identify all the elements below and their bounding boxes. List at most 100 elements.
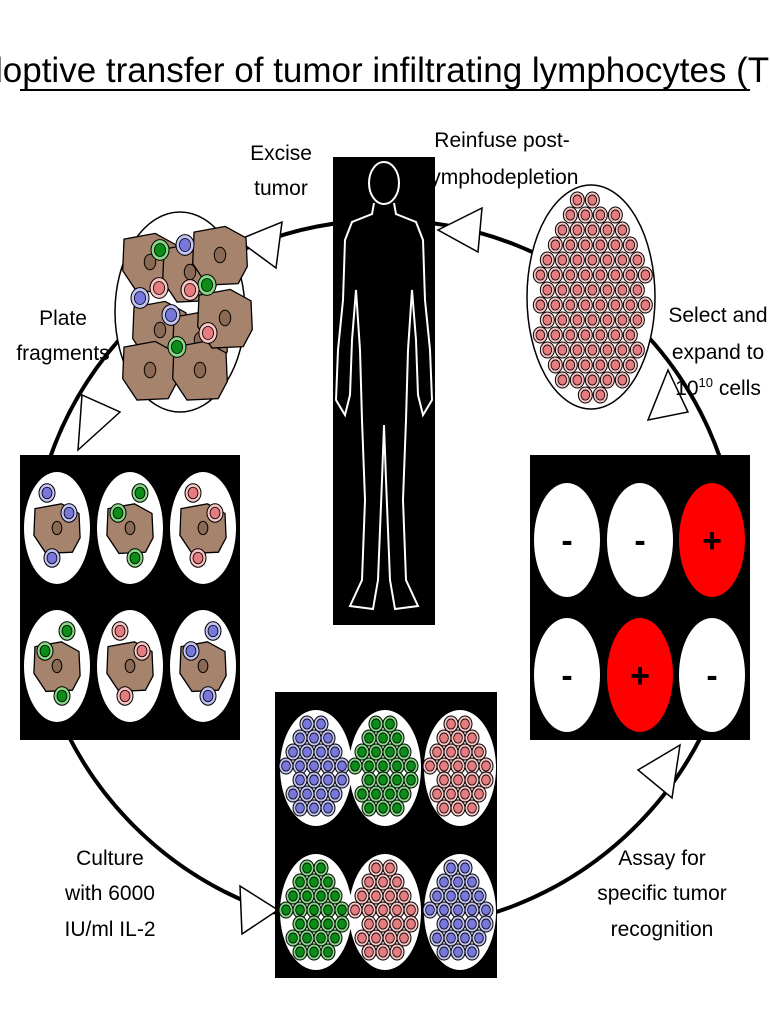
label-culture-3: IU/ml IL-2 bbox=[64, 918, 155, 941]
arrowhead-culture bbox=[239, 884, 280, 936]
label-excise-1: Excise bbox=[250, 142, 312, 165]
lymphocyte-blue bbox=[299, 715, 315, 733]
lymphocyte-pink bbox=[450, 799, 466, 817]
assay-well: + bbox=[607, 618, 673, 732]
lymphocyte-pink bbox=[457, 715, 473, 733]
lymphocyte-blue bbox=[327, 743, 343, 761]
assay-result: + bbox=[702, 522, 722, 560]
lymphocyte-blue bbox=[443, 929, 459, 947]
culture-well bbox=[347, 854, 421, 970]
lymphocyte-blue bbox=[60, 503, 78, 523]
lymphocyte-pink bbox=[614, 281, 630, 299]
lymphocyte-pink bbox=[478, 757, 494, 775]
lymphocyte-pink bbox=[464, 799, 480, 817]
lymphocyte-pink bbox=[554, 281, 570, 299]
lymphocyte-green bbox=[389, 757, 405, 775]
lymphocyte-green bbox=[150, 239, 170, 261]
label-select-3: 1010 cells bbox=[675, 375, 761, 400]
lymphocyte-pink bbox=[547, 266, 563, 284]
lymphocyte-blue bbox=[285, 785, 301, 803]
lymphocyte-green bbox=[320, 915, 336, 933]
lymphocyte-pink bbox=[569, 191, 585, 209]
lymphocyte-green bbox=[320, 943, 336, 961]
lymphocyte-pink bbox=[562, 326, 578, 344]
lymphocyte-blue bbox=[478, 915, 494, 933]
lymphocyte-blue bbox=[450, 873, 466, 891]
lymphocyte-pink bbox=[429, 743, 445, 761]
culture-well bbox=[278, 854, 352, 970]
lymphocyte-pink bbox=[622, 356, 638, 374]
lymphocyte-green bbox=[313, 859, 329, 877]
lymphocyte-pink bbox=[361, 943, 377, 961]
lymphocyte-pink bbox=[389, 915, 405, 933]
lymphocyte-blue bbox=[436, 943, 452, 961]
label-plate-1: Plate bbox=[39, 307, 87, 330]
lymphocyte-green bbox=[299, 887, 315, 905]
arrowhead-plate bbox=[77, 393, 122, 452]
lymphocyte-pink bbox=[478, 771, 494, 789]
lymphocyte-green bbox=[382, 743, 398, 761]
arrowhead-select bbox=[646, 368, 690, 422]
lymphocyte-green bbox=[58, 621, 76, 641]
lymphocyte-blue bbox=[464, 873, 480, 891]
arrowheads bbox=[77, 206, 690, 936]
lymphocyte-pink bbox=[562, 266, 578, 284]
lymphocyte-pink bbox=[569, 251, 585, 269]
lymphocyte-green bbox=[368, 715, 384, 733]
lymphocyte-green bbox=[285, 887, 301, 905]
lymphocyte-blue bbox=[320, 799, 336, 817]
lymphocyte-pink bbox=[569, 281, 585, 299]
assay-well: - bbox=[679, 618, 745, 732]
lymphocyte-blue bbox=[443, 859, 459, 877]
lymphocyte-pink bbox=[607, 296, 623, 314]
lymphocyte-green bbox=[368, 743, 384, 761]
lymphocyte-green bbox=[292, 873, 308, 891]
lymphocyte-pink bbox=[622, 296, 638, 314]
lymphocyte-pink bbox=[436, 771, 452, 789]
lymphocyte-green bbox=[375, 757, 391, 775]
lymphocyte-pink bbox=[403, 901, 419, 919]
lymphocyte-pink bbox=[584, 251, 600, 269]
lymphocyte-green bbox=[327, 887, 343, 905]
lymphocyte-blue bbox=[443, 887, 459, 905]
lymphocyte-blue bbox=[199, 686, 217, 706]
lymphocyte-blue bbox=[464, 943, 480, 961]
arrowhead-reinfuse bbox=[436, 206, 483, 254]
lymphocyte-pink bbox=[450, 771, 466, 789]
lymphocyte-blue bbox=[422, 901, 438, 919]
lymphocyte-pink bbox=[569, 371, 585, 389]
label-select-2: expand to bbox=[672, 341, 764, 364]
lymphocyte-pink bbox=[622, 326, 638, 344]
lymphocyte-pink bbox=[599, 341, 615, 359]
lymphocyte-pink bbox=[396, 929, 412, 947]
lymphocyte-pink bbox=[429, 785, 445, 803]
lymphocyte-pink bbox=[547, 326, 563, 344]
lymphocyte-pink bbox=[547, 296, 563, 314]
assay-result: - bbox=[561, 657, 572, 695]
lymphocyte-green bbox=[382, 785, 398, 803]
lymphocyte-blue bbox=[457, 859, 473, 877]
lymphocyte-pink bbox=[382, 859, 398, 877]
lymphocyte-pink bbox=[554, 251, 570, 269]
lymphocyte-green bbox=[306, 873, 322, 891]
assay-result: + bbox=[630, 657, 650, 695]
lymphocyte-pink bbox=[607, 326, 623, 344]
lymphocyte-blue bbox=[313, 743, 329, 761]
lymphocyte-green bbox=[361, 771, 377, 789]
lymphocyte-green bbox=[354, 743, 370, 761]
lymphocyte-pink bbox=[562, 236, 578, 254]
assay-well: - bbox=[534, 483, 600, 597]
culture-well bbox=[278, 710, 352, 826]
label-select-1: Select and bbox=[668, 304, 767, 327]
tumor-cell bbox=[192, 225, 248, 286]
lymphocyte-pink bbox=[422, 757, 438, 775]
lymphocyte-green bbox=[313, 887, 329, 905]
lymphocyte-blue bbox=[161, 304, 181, 326]
expanded-cells bbox=[532, 191, 653, 404]
lymphocyte-pink bbox=[607, 206, 623, 224]
lymphocyte-blue bbox=[130, 287, 150, 309]
lymphocyte-pink bbox=[562, 206, 578, 224]
lymphocyte-blue bbox=[429, 887, 445, 905]
lymphocyte-blue bbox=[313, 785, 329, 803]
fragment-well bbox=[170, 472, 236, 584]
